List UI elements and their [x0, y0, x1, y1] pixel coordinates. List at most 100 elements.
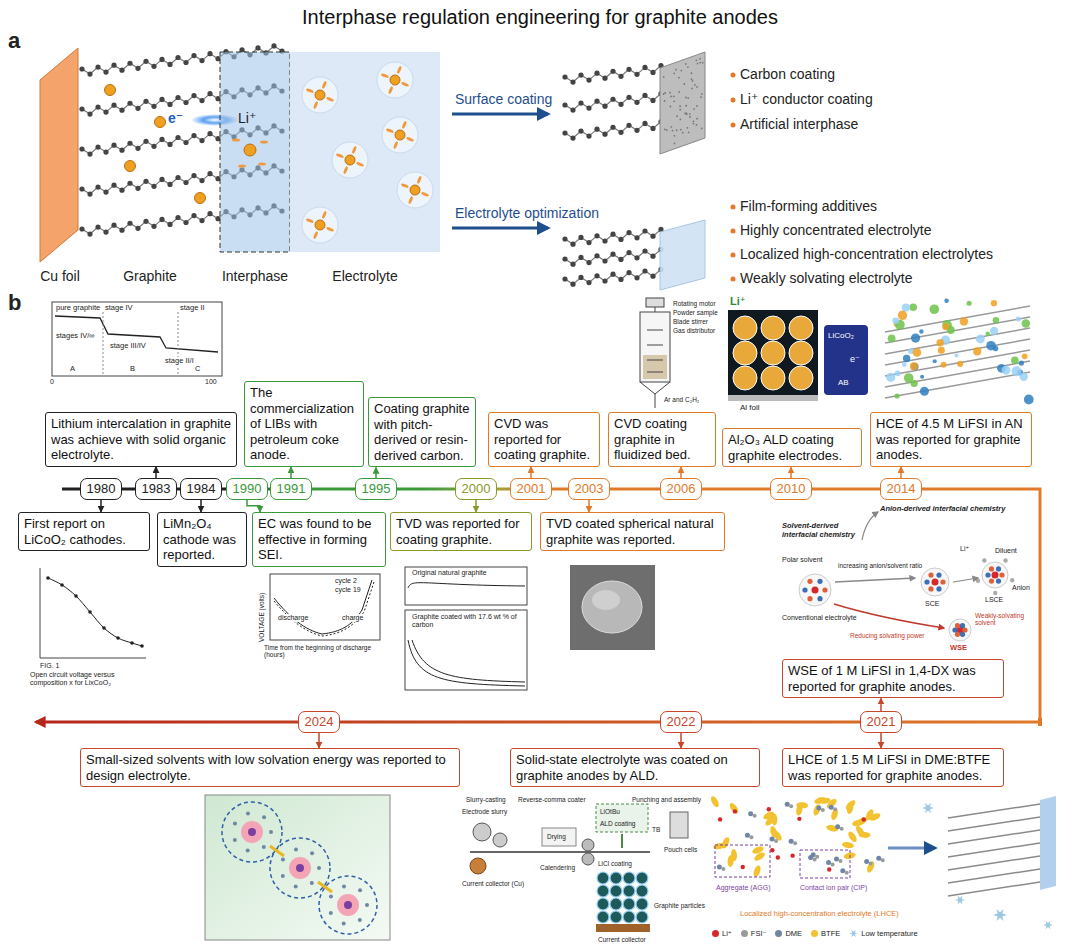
graphite-layers: [151, 104, 156, 109]
electrolyte-derived-interphase: [634, 275, 639, 280]
lhce-illustration: [881, 858, 885, 862]
event-box: CVD coating graphite in fluidized bed.: [608, 412, 716, 467]
lhce-illustration: [840, 868, 845, 873]
lhce-illustration: [955, 896, 965, 905]
figure-label: Weakly-solvating solvent: [975, 612, 1030, 627]
solvation-schematic: [1003, 558, 1007, 562]
graphite-layers: [183, 220, 188, 225]
coated-graphite: [626, 123, 631, 128]
lhce-illustration: [767, 807, 771, 811]
event-text: TVD coated spherical natural graphite wa…: [546, 516, 719, 547]
coated-graphite: [691, 72, 693, 74]
coated-graphite: [562, 52, 705, 154]
hce-graphite-image: [986, 341, 996, 351]
figure-label: e⁻: [850, 354, 860, 364]
coated-graphite: [673, 72, 675, 74]
ald-process-illustration: [582, 853, 594, 865]
coated-graphite: [670, 106, 672, 108]
electrolyte-derived-interphase: [626, 250, 631, 255]
electrolyte-derived-interphase: [565, 269, 661, 284]
lhce-illustration: [741, 865, 745, 869]
lhce-illustration: [838, 859, 842, 863]
electrolyte-derived-interphase: [594, 273, 599, 278]
electrolyte-derived-interphase: [634, 235, 639, 240]
graphite-layers: [103, 190, 108, 195]
figure-label: discharge: [278, 614, 308, 622]
graphite-layers: [175, 55, 180, 60]
hce-graphite-image: [903, 355, 910, 362]
solvent-illustration: [246, 811, 250, 815]
solvation-schematic: [955, 632, 960, 637]
ald-process-illustration: [597, 885, 609, 897]
lhce-illustration: [789, 839, 794, 844]
electrolyte-region: [381, 73, 390, 79]
hce-graphite-image: [902, 304, 910, 312]
electrolyte-derived-interphase: [650, 254, 655, 259]
figure-label: Reducing solvating power: [850, 632, 924, 639]
figure-label: VOLTAGE (volts): [258, 593, 265, 642]
year-label: 2024: [299, 714, 339, 730]
graphite-layers: [119, 108, 124, 113]
solvation-schematic: [928, 572, 933, 577]
graphite-layers: [79, 66, 84, 71]
solvent-illustration: [342, 884, 346, 888]
lhce-illustration: [833, 807, 837, 811]
figure-label: B: [130, 365, 135, 374]
coated-graphite: [586, 134, 591, 139]
interphase-region: [220, 52, 290, 252]
figure-label: Carbon coating: [740, 66, 835, 82]
graphite-layers: [119, 188, 124, 193]
solvent-illustration: [281, 858, 285, 862]
legend-swatch: [811, 930, 818, 937]
interphase-region: [238, 164, 246, 167]
lhce-illustration: [709, 795, 1056, 929]
lhce-illustration: [888, 847, 935, 850]
lhce-illustration: [816, 806, 821, 811]
figure-label: LSCE: [985, 596, 1003, 604]
fluidized-bed-apparatus: [647, 330, 663, 331]
lhce-illustration: [790, 853, 794, 857]
solvation-schematic: [985, 572, 990, 577]
ald-electrode-image: [733, 366, 757, 390]
figure-label: Original natural graphite: [412, 569, 487, 577]
figure-label: Calendering: [540, 864, 575, 871]
solvation-schematic: [817, 579, 822, 584]
ald-process-illustration: [597, 898, 609, 910]
solvation-schematic: [924, 579, 929, 584]
graphite-layers: [191, 173, 196, 178]
coated-graphite: [701, 93, 703, 95]
electrolyte-region: [290, 52, 440, 252]
coated-graphite: [610, 97, 615, 102]
legend-text: BTFE: [821, 929, 840, 938]
electrolyte-region: [302, 77, 338, 113]
ald-process-illustration: [670, 812, 688, 838]
panel-a-art: [40, 43, 736, 290]
charge-discharge-plot: [408, 583, 525, 588]
year-box: 2003: [568, 478, 610, 500]
electrolyte-region: [410, 185, 420, 195]
electrolyte-region: [401, 121, 407, 130]
figure-label: Time from the beginning of discharge (ho…: [264, 644, 384, 659]
figure-label: Weakly solvating electrolyte: [740, 270, 912, 286]
lhce-illustration: [869, 862, 873, 866]
year-connector: [200, 500, 202, 512]
event-text: WSE of 1 M LiFSI in 1,4-DX was reported …: [788, 663, 998, 694]
solvation-schematic: [999, 572, 1004, 577]
figure-label: C: [195, 365, 200, 374]
figure-label: LiCl coating: [598, 860, 632, 867]
intercalation-plot: [52, 302, 222, 376]
graphite-layers: [183, 180, 188, 185]
coated-graphite: [594, 127, 599, 132]
year-connector: [880, 698, 882, 711]
year-label: 2021: [861, 714, 901, 730]
hce-graphite-image: [898, 311, 907, 320]
ald-process-illustration: [493, 833, 507, 847]
coated-graphite: [702, 62, 704, 64]
graphite-layers: [191, 93, 196, 98]
electrolyte-region: [395, 130, 405, 140]
coated-graphite: [562, 74, 567, 79]
coated-graphite: [663, 76, 665, 78]
year-connector: [318, 733, 320, 748]
solvation-schematic: [817, 596, 822, 601]
graphite-layers: [183, 60, 188, 65]
